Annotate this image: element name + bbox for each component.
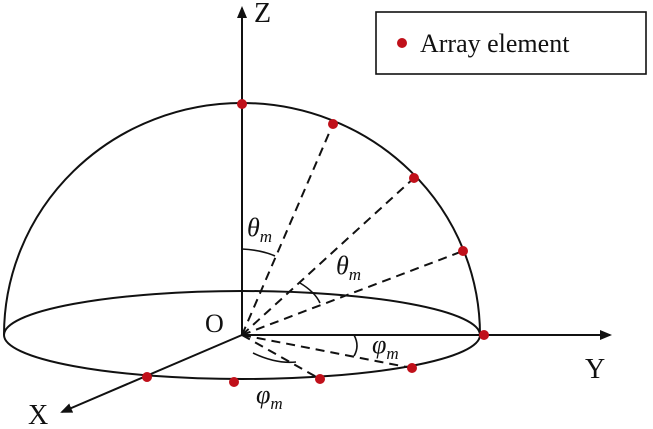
theta-subscript: m	[349, 265, 361, 284]
origin-label: O	[205, 309, 224, 338]
y-axis-label: Y	[585, 354, 605, 385]
theta-symbol: θ	[247, 213, 260, 242]
phi-symbol: φ	[372, 330, 386, 359]
array-element-dot	[328, 119, 338, 129]
phi-label-bottom: φm	[256, 380, 283, 413]
ray-element-1	[241, 123, 334, 336]
phi-arc-upper	[353, 334, 358, 357]
ray-element-3	[241, 250, 464, 336]
phi-label-right: φm	[372, 330, 399, 363]
theta-label-vertical: θm	[247, 213, 272, 246]
theta-subscript: m	[260, 227, 272, 246]
x-axis	[60, 334, 243, 413]
legend-box	[375, 11, 647, 75]
array-element-dot	[407, 363, 417, 373]
array-element-dot	[237, 99, 247, 109]
z-axis-label: Z	[254, 0, 271, 29]
phi-symbol: φ	[256, 380, 270, 409]
legend-label: Array element	[420, 29, 570, 58]
theta-arc-vertical	[241, 248, 276, 257]
ray-element-2	[241, 177, 415, 336]
legend: Array element	[375, 11, 647, 75]
x-axis-label: X	[28, 400, 48, 429]
elevation-rays	[241, 123, 464, 336]
phi-subscript: m	[270, 394, 282, 413]
phi-arc-lower	[252, 352, 297, 364]
array-element-dot	[458, 246, 468, 256]
array-element-dot	[229, 377, 239, 387]
array-elements	[142, 99, 489, 387]
theta-label-inclined: θm	[336, 251, 361, 284]
array-element-dot	[142, 372, 152, 382]
ray-equator-2	[241, 334, 321, 380]
phi-subscript: m	[386, 344, 398, 363]
theta-symbol: θ	[336, 251, 349, 280]
legend-marker	[397, 38, 407, 48]
theta-arc-inclined	[299, 282, 321, 304]
array-element-dot	[315, 374, 325, 384]
array-element-dot	[409, 173, 419, 183]
array-element-dot	[479, 330, 489, 340]
